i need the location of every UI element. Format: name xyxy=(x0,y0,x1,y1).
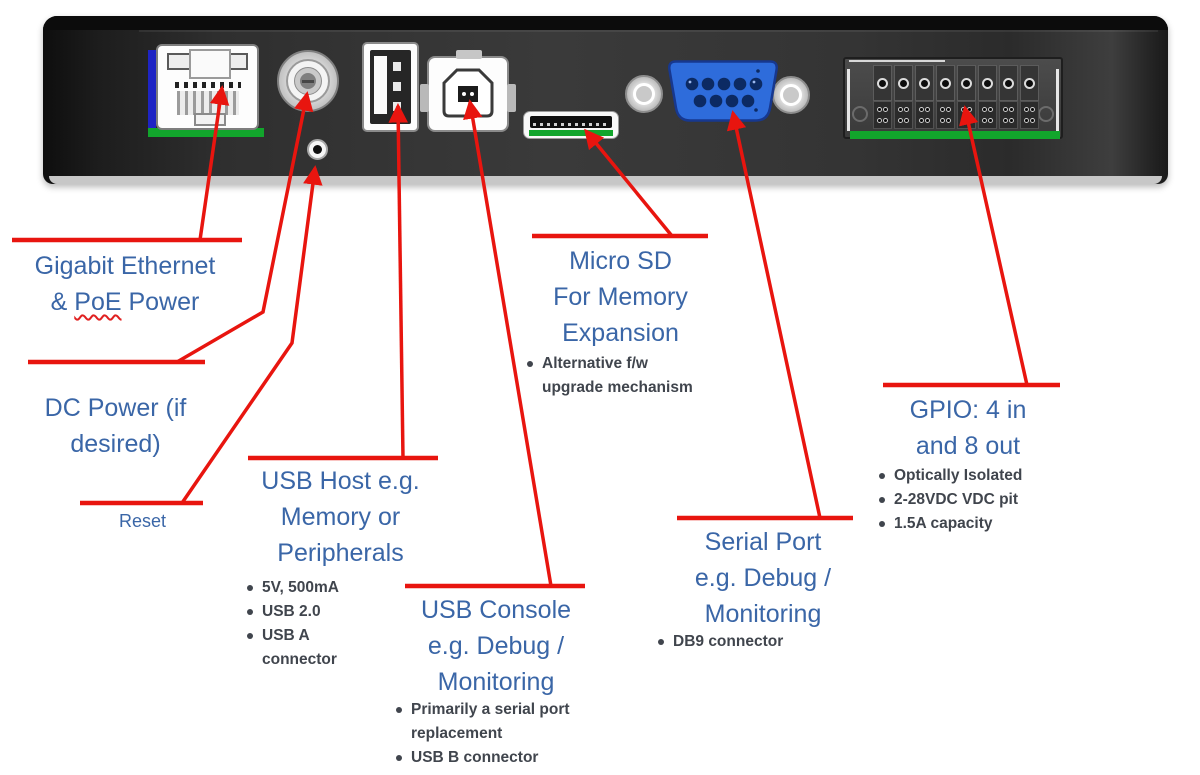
ethernet-bottom-tab xyxy=(194,113,226,126)
usb-host-label: USB Host e.g. Memory or Peripherals xyxy=(238,463,443,571)
ethernet-tab xyxy=(189,49,231,79)
usb-console-line2: e.g. Debug / xyxy=(427,632,565,660)
usb-console-label: USB Console e.g. Debug / Monitoring xyxy=(390,592,602,700)
gigabit-label-line2: & PoE Power xyxy=(50,288,200,316)
usb-b-port-icon xyxy=(420,50,516,132)
usb-host-bullets: 5V, 500mA USB 2.0 USB A connector xyxy=(247,576,379,672)
dc-jack-slot xyxy=(302,79,314,83)
usb-b-connector-shape xyxy=(442,68,494,118)
bullet-item: Alternative f/w upgrade mechanism xyxy=(527,352,699,400)
bullet-item: 1.5A capacity xyxy=(879,512,1069,536)
dc-power-line2: desired) xyxy=(70,430,161,458)
gpio-terminal-block-icon xyxy=(843,57,1063,139)
usb-console-bullets: Primarily a serial port replacement USB … xyxy=(396,698,601,770)
bullet-dot xyxy=(247,585,253,591)
micro-sd-line3: Expansion xyxy=(562,319,679,347)
usb-a-pin xyxy=(393,82,401,91)
usb-b-wing-left xyxy=(420,84,429,112)
bullet-dot xyxy=(247,609,253,615)
bullet-item: Primarily a serial port replacement xyxy=(396,698,601,746)
serial-label: Serial Port e.g. Debug / Monitoring xyxy=(662,524,864,632)
screw-ring xyxy=(633,83,655,105)
micro-sd-bullets: Alternative f/w upgrade mechanism xyxy=(527,352,699,400)
gpio-bracket-right xyxy=(1056,69,1059,131)
serial-line2: e.g. Debug / xyxy=(694,564,832,592)
bullet-item: DB9 connector xyxy=(658,630,838,654)
reset-hole-icon xyxy=(307,139,328,160)
bullet-item: 2-28VDC VDC pit xyxy=(879,488,1069,512)
chassis-top-band xyxy=(43,16,1168,30)
bullet-dot xyxy=(247,633,253,639)
ethernet-contacts xyxy=(177,91,239,115)
screw-standoff-left-icon xyxy=(625,75,663,113)
dc-power-label: DC Power (if desired) xyxy=(18,390,213,462)
reset-label: Reset xyxy=(118,511,167,531)
bullet-item: USB B connector xyxy=(396,746,601,770)
chassis-seam xyxy=(139,30,1158,32)
gpio-label: GPIO: 4 in and 8 out xyxy=(868,392,1068,464)
gpio-bracket-left xyxy=(847,69,850,131)
bullet-dot xyxy=(396,707,402,713)
gpio-top-highlight xyxy=(849,60,945,62)
gigabit-label-line1: Gigabit Ethernet xyxy=(34,252,216,280)
usb-a-tongue xyxy=(374,56,387,114)
chassis-base-strip xyxy=(49,176,1162,184)
bullet-item: USB A connector xyxy=(247,624,379,672)
usb-b-wing-right xyxy=(507,84,516,112)
bullet-item: USB 2.0 xyxy=(247,600,379,624)
bullet-item: Optically Isolated xyxy=(879,464,1069,488)
gigabit-label: Gigabit Ethernet & PoE Power xyxy=(5,248,245,320)
serial-line3: Monitoring xyxy=(704,600,822,628)
dc-barrel-jack-icon xyxy=(277,50,339,112)
usb-host-line2: Memory or xyxy=(280,503,401,531)
ethernet-blue-strip xyxy=(148,50,156,128)
bullet-dot xyxy=(527,361,533,367)
gpio-mount-hole-left xyxy=(852,106,868,122)
bullet-dot xyxy=(879,497,885,503)
serial-line1: Serial Port xyxy=(704,528,822,556)
usb-host-line1: USB Host e.g. xyxy=(261,467,420,495)
usb-console-line3: Monitoring xyxy=(437,668,555,696)
reset-hole-center xyxy=(313,145,322,154)
ethernet-port-icon xyxy=(156,44,259,130)
gpio-line1: GPIO: 4 in xyxy=(909,396,1027,424)
poe-word: PoE xyxy=(74,288,122,316)
gpio-bullets: Optically Isolated 2-28VDC VDC pit 1.5A … xyxy=(879,464,1069,536)
bullet-item: 5V, 500mA xyxy=(247,576,379,600)
micro-sd-slot-icon xyxy=(523,111,619,139)
bullet-dot xyxy=(879,521,885,527)
ethernet-pins xyxy=(175,82,241,88)
micro-sd-line2: For Memory xyxy=(553,283,688,311)
gpio-green-strip xyxy=(850,131,1060,139)
micro-sd-pins xyxy=(533,123,607,126)
bullet-dot xyxy=(658,639,664,645)
usb-host-line3: Peripherals xyxy=(277,539,404,567)
micro-sd-line1: Micro SD xyxy=(569,247,672,275)
usb-a-port-icon xyxy=(362,42,419,132)
screw-ring xyxy=(780,84,802,106)
db9-serial-port-icon xyxy=(668,60,778,122)
micro-sd-opening xyxy=(530,116,612,128)
dc-power-line1: DC Power (if xyxy=(44,394,187,422)
micro-sd-label: Micro SD For Memory Expansion xyxy=(523,243,718,351)
micro-sd-green-strip xyxy=(529,130,613,136)
usb-b-top-tab xyxy=(456,50,482,59)
usb-a-pin xyxy=(393,102,401,111)
gpio-line2: and 8 out xyxy=(915,432,1021,460)
bullet-dot xyxy=(879,473,885,479)
gpio-terminals xyxy=(872,65,1040,129)
usb-a-pin xyxy=(393,62,401,71)
usb-console-line1: USB Console xyxy=(420,596,572,624)
gpio-mount-hole-right xyxy=(1038,106,1054,122)
bullet-dot xyxy=(396,755,402,761)
serial-bullets: DB9 connector xyxy=(658,630,838,654)
